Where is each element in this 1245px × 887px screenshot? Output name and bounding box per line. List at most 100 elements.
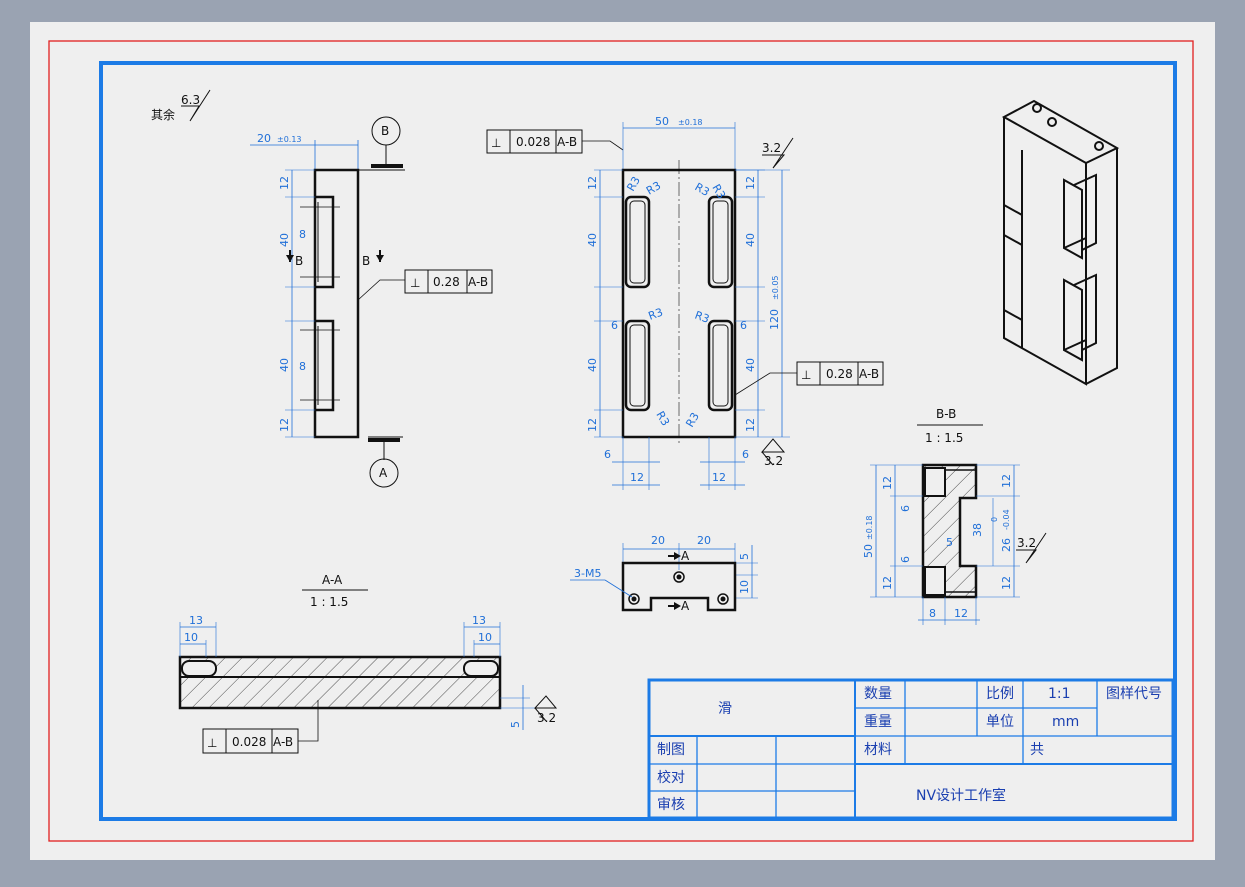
front-left-dim-1: 12 — [586, 176, 599, 190]
section-mark-a-bottom: A — [681, 599, 690, 613]
left-view: 20 ±0.13 B A 12 40 8 40 — [250, 116, 493, 488]
front-width-tol: ±0.18 — [678, 118, 703, 127]
front-r2: R3 — [644, 179, 663, 198]
surface-note: 其余 6.3 — [151, 89, 211, 122]
section-aa-dim-1: 13 — [189, 614, 203, 627]
section-aa-fcf-datum: A-B — [273, 735, 293, 749]
section-bb-right-dim-2: 38 — [971, 523, 984, 537]
section-aa-title: A-A — [322, 573, 343, 587]
front-bottom-dim-2: 12 — [630, 471, 644, 484]
front-right-dim-2: 40 — [744, 233, 757, 247]
section-bb-left-dim-2: 6 — [899, 505, 912, 512]
front-r1: R3 — [624, 174, 643, 193]
front-bottom-dim-1: 6 — [604, 448, 611, 461]
section-aa-dim-5: 5 — [509, 721, 522, 728]
left-fcf: ⊥ 0.28 A-B — [404, 269, 493, 294]
section-bb-height-tol: ±0.18 — [865, 515, 874, 540]
isometric-view — [1001, 99, 1120, 386]
section-aa-fcf-symbol: ⊥ — [207, 736, 217, 750]
section-bb-bottom-dim-1: 8 — [929, 607, 936, 620]
left-dim-6: 12 — [278, 418, 291, 432]
front-roughness-bottom: 3.2 — [764, 454, 783, 468]
outer-frame — [48, 40, 1194, 842]
front-left-dim-5: 12 — [586, 418, 599, 432]
section-bb-body — [921, 463, 978, 599]
front-right-dim-1: 12 — [744, 176, 757, 190]
front-width-dim: 50 — [655, 115, 669, 128]
section-aa-fcf: ⊥ 0.028 A-B — [202, 728, 299, 754]
front-fcf-right-datum: A-B — [859, 367, 879, 381]
left-dim-3: 8 — [299, 228, 306, 241]
tb-weight-label: 重量 — [864, 714, 892, 730]
left-width-dim: 20 — [257, 132, 271, 145]
left-dim-1: 12 — [278, 176, 291, 190]
tb-drawn-label: 制图 — [657, 742, 685, 758]
datum-b-label: B — [381, 124, 389, 138]
tb-drawing-no-label: 图样代号 — [1106, 686, 1162, 702]
front-right-dim-4: 40 — [744, 358, 757, 372]
inner-frame — [99, 61, 1177, 821]
front-r6: R3 — [693, 309, 711, 326]
front-view: ⊥ 0.028 A-B 50 ±0.18 3.2 R3 R3 R3 R3 R3 … — [486, 115, 884, 490]
top-thread-note: 3-M5 — [574, 567, 601, 580]
tb-unit-label: 单位 — [986, 714, 1014, 730]
front-roughness-top: 3.2 — [762, 141, 781, 155]
top-dim-4: 10 — [738, 580, 751, 594]
front-bottom-dim-4: 6 — [742, 448, 749, 461]
left-dim-5: 8 — [299, 360, 306, 373]
left-body — [313, 168, 360, 439]
top-dim-3: 5 — [738, 553, 751, 560]
surface-note-text: 其余 — [151, 107, 175, 122]
section-aa-dim-3: 13 — [472, 614, 486, 627]
section-bb: B-B 1 : 1.5 50 ±0.18 12 6 6 12 12 38 26 … — [862, 407, 1047, 625]
section-bb-left-dim-4: 12 — [881, 576, 894, 590]
front-fcf-top: ⊥ 0.028 A-B — [486, 129, 583, 154]
surface-note-value: 6.3 — [181, 93, 200, 107]
title-block: 滑 数量 重量 比例 1:1 单位 mm 图样代号 材料 共 制图 校对 审核 … — [647, 678, 1175, 820]
left-fcf-symbol: ⊥ — [410, 276, 420, 290]
top-dim-1: 20 — [651, 534, 665, 547]
section-bb-left-dim-1: 12 — [881, 476, 894, 490]
tb-unit-value: mm — [1052, 714, 1079, 730]
section-aa-scale: 1 : 1.5 — [310, 595, 348, 609]
section-aa-roughness: 3.2 — [537, 711, 556, 725]
front-fcf-right-symbol: ⊥ — [801, 368, 811, 382]
section-bb-right-dim-4: 12 — [1000, 576, 1013, 590]
section-bb-right-dim-1: 12 — [1000, 474, 1013, 488]
tb-approved-label: 审核 — [657, 797, 685, 813]
tb-studio-name: NV设计工作室 — [916, 787, 1006, 804]
left-dim-2: 40 — [278, 233, 291, 247]
front-left-dim-4: 40 — [586, 358, 599, 372]
tb-qty-label: 数量 — [864, 686, 892, 702]
left-width-tol: ±0.13 — [277, 135, 302, 144]
tb-material-label: 材料 — [864, 742, 892, 758]
section-bb-height-dim: 50 — [862, 544, 875, 558]
section-bb-tol-lower: -0.04 — [1002, 509, 1011, 530]
front-r8: R3 — [683, 410, 702, 429]
tb-total-label: 共 — [1030, 742, 1044, 758]
front-r4: R3 — [709, 182, 728, 201]
paper — [30, 22, 1215, 860]
front-left-dim-3: 6 — [611, 319, 618, 332]
section-bb-roughness: 3.2 — [1017, 536, 1036, 550]
front-fcf-top-value: 0.028 — [516, 135, 550, 149]
section-aa: A-A 1 : 1.5 13 10 13 10 5 3.2 — [178, 573, 558, 754]
top-dim-2: 20 — [697, 534, 711, 547]
front-r5: R3 — [647, 306, 665, 323]
left-fcf-datum: A-B — [468, 275, 488, 289]
section-mark-b-left: B — [295, 254, 303, 268]
section-mark-b-right: B — [362, 254, 370, 268]
front-left-dim-2: 40 — [586, 233, 599, 247]
section-aa-dim-4: 10 — [478, 631, 492, 644]
tb-checked-label: 校对 — [657, 769, 685, 786]
top-view: 20 20 5 10 3-M5 A A — [570, 534, 758, 613]
front-height-tol: ±0.05 — [771, 275, 780, 300]
section-mark-a-top: A — [681, 549, 690, 563]
front-bottom-dim-3: 12 — [712, 471, 726, 484]
tb-scale-value: 1:1 — [1048, 686, 1071, 702]
front-right-dim-5: 12 — [744, 418, 757, 432]
datum-a-circle — [369, 458, 399, 488]
front-r3: R3 — [693, 180, 712, 199]
front-fcf-right: ⊥ 0.28 A-B — [796, 361, 884, 386]
